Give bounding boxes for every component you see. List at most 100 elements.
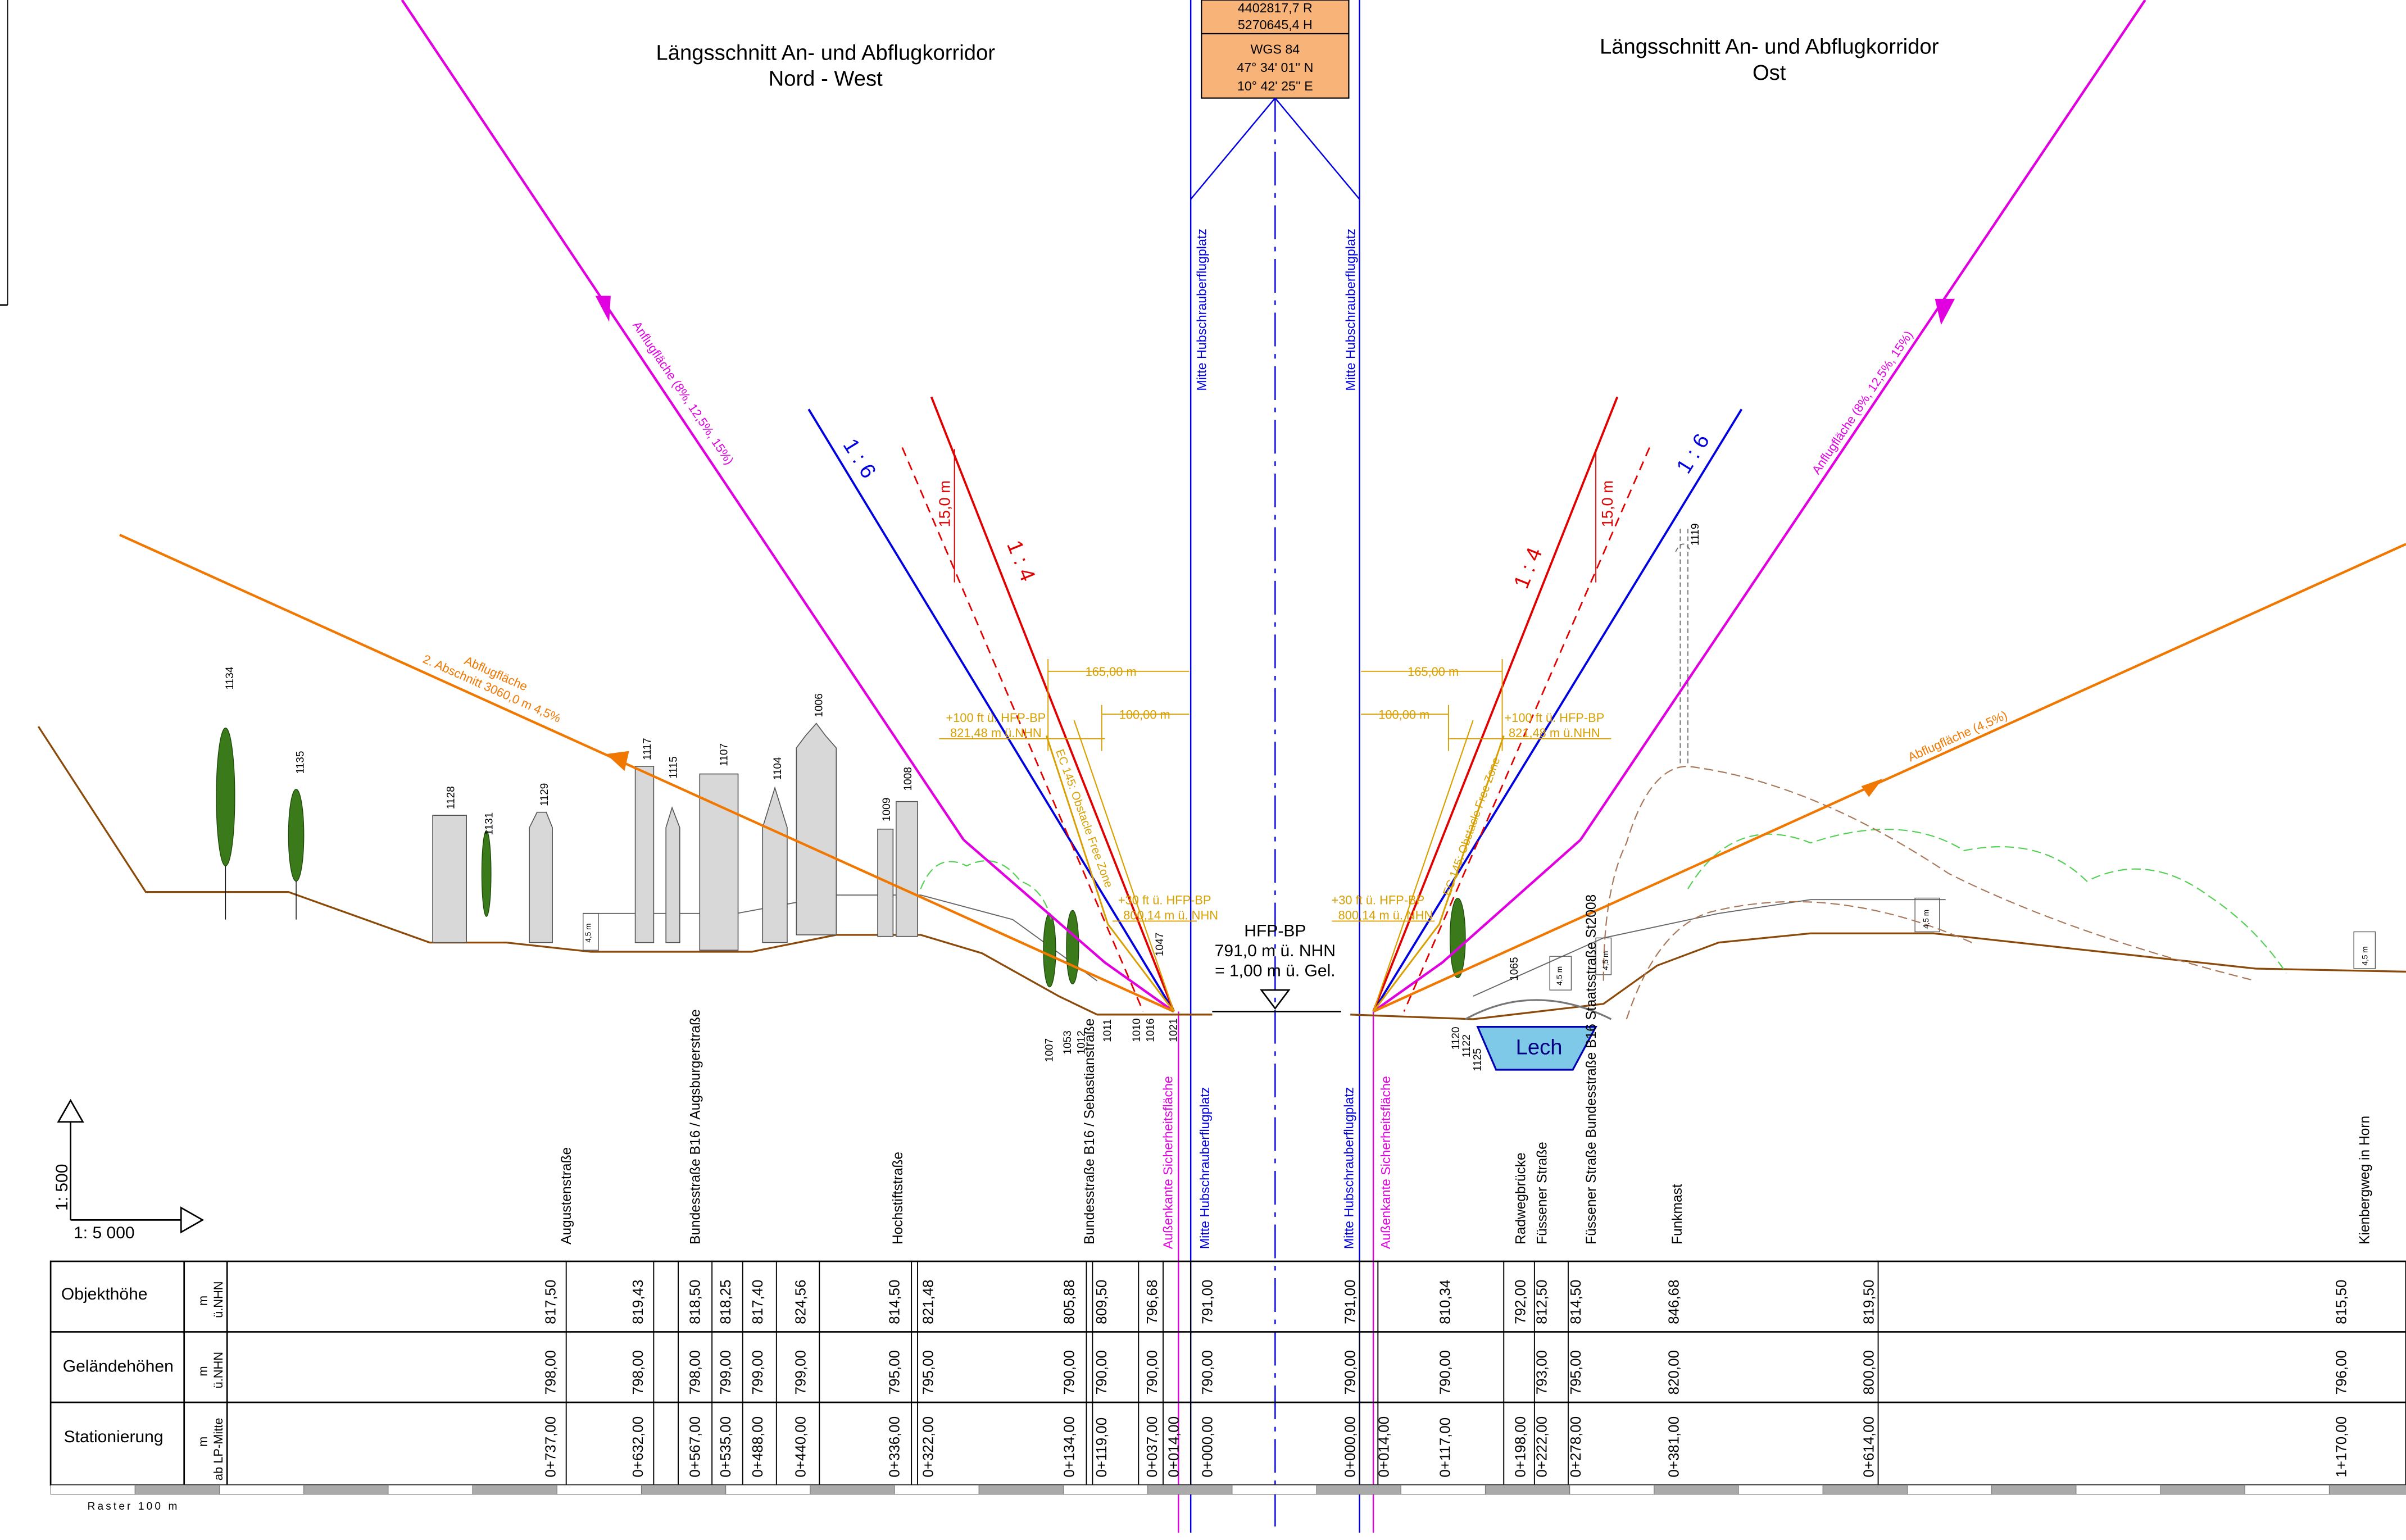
ofz-label-east: EC 145: Obstacle Free Zone [1441, 756, 1503, 898]
raster-segment [1569, 1484, 1655, 1495]
ofz-east-2 [1373, 720, 1474, 1012]
plus100-east-1: +100 ft ü. HFP-BP [1504, 711, 1604, 725]
gelaende-cell: 790,00 [1062, 1350, 1078, 1394]
dim100-west: 100,00 m [1119, 707, 1170, 721]
raster-segment [1738, 1484, 1823, 1495]
row-label-gelaende: Geländehöhen [63, 1357, 174, 1375]
h45-label: 4,5 m [1922, 910, 1931, 929]
approach-line-west [401, 0, 965, 841]
west-title-1: Längsschnitt An- und Abflugkorridor [656, 40, 995, 65]
departure-line-east [1373, 543, 2406, 1013]
gelaende-cell: 820,00 [1667, 1350, 1682, 1394]
object-id: 1009 [881, 798, 893, 821]
data-table-frame [49, 1260, 2406, 1486]
objekt-cell: 815,50 [2334, 1280, 2349, 1324]
offset15-label-east: 15,0 m [1599, 480, 1616, 527]
raster-segment [556, 1484, 642, 1495]
raster-bar [50, 1484, 2406, 1495]
raster-segment [388, 1484, 473, 1495]
ofz-west [1046, 735, 1175, 1012]
approach-line-east-low [1372, 839, 1582, 1013]
approach-arrow-east [1935, 298, 1955, 325]
terrain-west [37, 726, 1213, 1016]
coord-lon: 10° 42' 25'' E [1237, 79, 1313, 93]
departure-arrow-east [1861, 778, 1883, 797]
raster-segment [1991, 1484, 2077, 1495]
station-cell: 0+567,00 [687, 1416, 703, 1478]
street-label: Kienbergweg in Horn [2357, 1116, 2372, 1244]
marker-45-east-4 [2353, 931, 2376, 969]
raster-segment [1485, 1484, 1570, 1495]
bridge-arch [1465, 999, 1612, 1020]
vegetation-green-west [920, 860, 1052, 920]
objekt-cell: 821,48 [920, 1280, 936, 1324]
objekt-cell: 791,00 [1200, 1280, 1215, 1324]
object-id: 1053 [1062, 1030, 1074, 1054]
raster-segment [1147, 1484, 1233, 1495]
raster-segment [894, 1484, 979, 1495]
unit-objekt-1: m [196, 1296, 210, 1306]
objekt-cell: 791,00 [1342, 1280, 1358, 1324]
object-id: 1117 [642, 738, 653, 760]
objekt-cell: 792,00 [1513, 1280, 1528, 1324]
axis-label-west-top: Mitte Hubschrauberflugplatz [1194, 229, 1209, 391]
plus30-east-1: +30 ft ü. HFP-BP [1331, 893, 1424, 907]
dim165-east: 165,00 m [1408, 665, 1459, 679]
ofz-label-west: EC 145: Obstacle Free Zone [1053, 747, 1115, 889]
approach-line-east [1579, 0, 2146, 841]
unit-objekt-2: ü.NHN [211, 1281, 225, 1318]
hfp-name: HFP-BP [1244, 922, 1306, 941]
east-title-1: Längsschnitt An- und Abflugkorridor [1600, 34, 1939, 58]
h45-label: 4,5 m [1601, 951, 1610, 970]
objekt-cell: 809,50 [1094, 1280, 1110, 1324]
gelaende-cell: 796,00 [2334, 1350, 2349, 1394]
gelaende-cell: 795,00 [887, 1350, 902, 1394]
objekt-cell: 796,68 [1145, 1280, 1160, 1324]
marker-45-east-3 [1914, 897, 1940, 933]
coord-lat: 47° 34' 01'' N [1237, 60, 1313, 75]
object-id: 1008 [902, 767, 914, 791]
depart-label-west-2: 2. Abschnitt 3060,0 m 4,5% [421, 652, 563, 725]
ratio16-line-east [1372, 408, 1743, 1012]
raster-segment [1316, 1484, 1401, 1495]
object-id: 1134 [224, 666, 236, 689]
table-row-units: m ü.NHN m ü.NHN m ab LP-Mitte [196, 1281, 225, 1480]
raster-segment [219, 1484, 305, 1495]
coord-datum: WGS 84 [1251, 42, 1300, 56]
unit-gelaende-2: ü.NHN [211, 1352, 225, 1388]
scale-symbol [57, 1098, 205, 1234]
object-envelope-west [583, 894, 1098, 982]
marker-45-west [583, 913, 599, 951]
objekt-cell: 819,43 [630, 1280, 646, 1324]
gelaende-cell: 799,00 [718, 1350, 734, 1394]
object-id: 1006 [814, 693, 825, 717]
objekt-cell: 818,50 [687, 1280, 703, 1324]
vegetation-brown-east [1603, 765, 2256, 982]
approach-line-west-low [963, 839, 1175, 1013]
approach-label-west: Anflugfläche (8%, 12,5%, 15%) [630, 319, 737, 467]
station-cell: 0+198,00 [1513, 1416, 1528, 1478]
street-label: Funkmast [1670, 1184, 1685, 1244]
street-label: Bundesstraße B16 / Augsburgerstraße [688, 1009, 703, 1244]
gelaende-cell: 798,00 [687, 1350, 703, 1394]
object-id: 1065 [1509, 957, 1520, 980]
gelaende-cell: 799,00 [750, 1350, 766, 1394]
street-label: Augustenstraße [559, 1147, 574, 1244]
unit-station-1: m [196, 1437, 210, 1447]
offset15-label-west: 15,0 m [936, 480, 953, 527]
object-id: 1104 [772, 757, 784, 780]
object-id: 1128 [445, 786, 457, 809]
trees [216, 728, 1466, 988]
street-label: Füssener Straße [1535, 1142, 1550, 1244]
raster-segment [1654, 1484, 1739, 1495]
raster-segment [2076, 1484, 2161, 1495]
ratio16-line-west [807, 408, 1175, 1012]
ratio14-label-east: 1 : 4 [1509, 544, 1547, 592]
object-id: 1011 [1102, 1019, 1114, 1042]
object-id: 1115 [668, 756, 679, 779]
raster-segment [303, 1484, 389, 1495]
h45-labels: 4,5 m 4,5 m 4,5 m 4,5 m 4,5 m [584, 910, 2369, 985]
objekt-cell: 814,50 [887, 1280, 902, 1324]
